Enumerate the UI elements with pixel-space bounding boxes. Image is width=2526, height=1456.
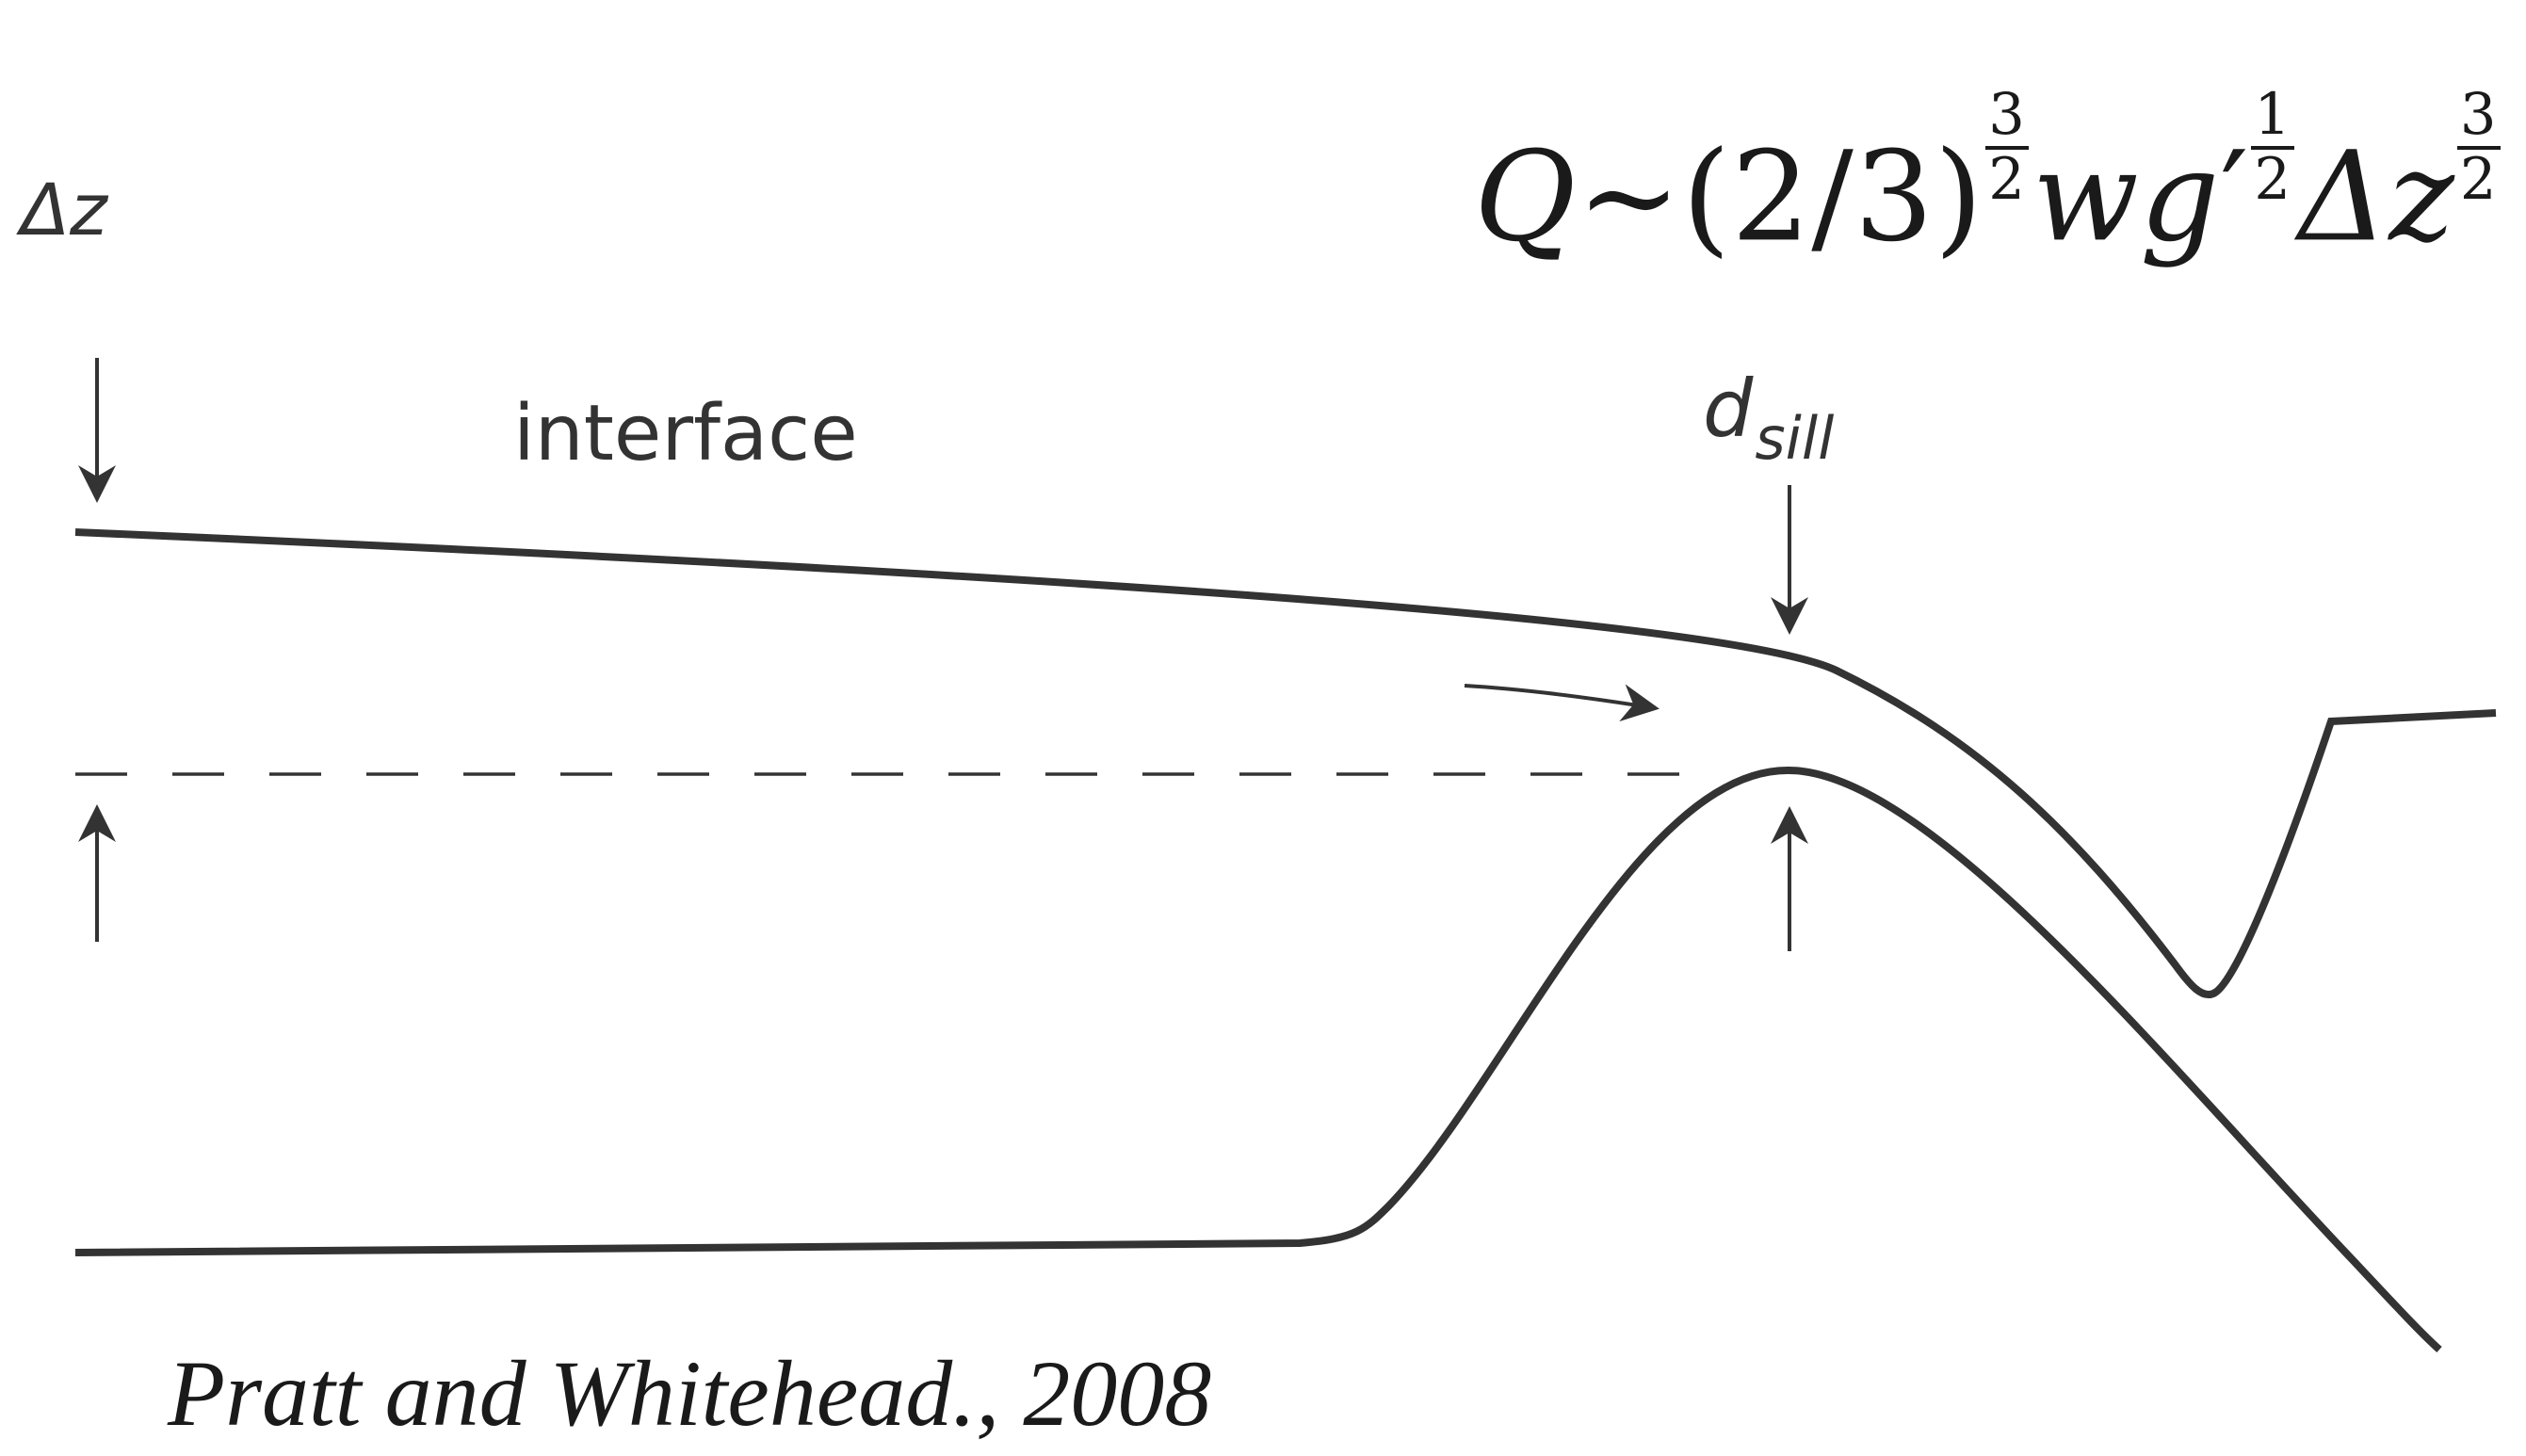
flow-direction-arrow	[1464, 684, 1660, 722]
citation-label: Pratt and Whitehead., 2008	[168, 1341, 1212, 1446]
exponent-numerator: 1	[2251, 87, 2295, 150]
formula-prime: ′	[2220, 124, 2250, 270]
interface-curve	[74, 528, 2497, 999]
formula-ratio: (2/3)	[1681, 124, 1984, 270]
formula-sim: ∼	[1577, 124, 1682, 270]
sill-topography-curve	[74, 766, 2442, 1352]
formula-w: w	[2032, 124, 2140, 270]
exponent-numerator: 3	[1985, 87, 2029, 150]
d-sill-label: dsill	[1703, 369, 1834, 468]
exponent-denominator: 2	[1988, 146, 2026, 213]
interface-label: interface	[513, 389, 858, 478]
d-sill-base: d	[1703, 363, 1754, 455]
exponent-numerator: 3	[2456, 87, 2501, 150]
formula-g: g	[2139, 124, 2221, 270]
formula-Q: Q	[1474, 124, 1578, 270]
formula-delta-z: Δz	[2298, 124, 2455, 270]
d-sill-subscript: sill	[1755, 404, 1835, 473]
exponent-denominator: 2	[2459, 146, 2498, 213]
delta-z-label: Δz	[21, 168, 107, 251]
exponent-denominator: 2	[2254, 146, 2292, 213]
